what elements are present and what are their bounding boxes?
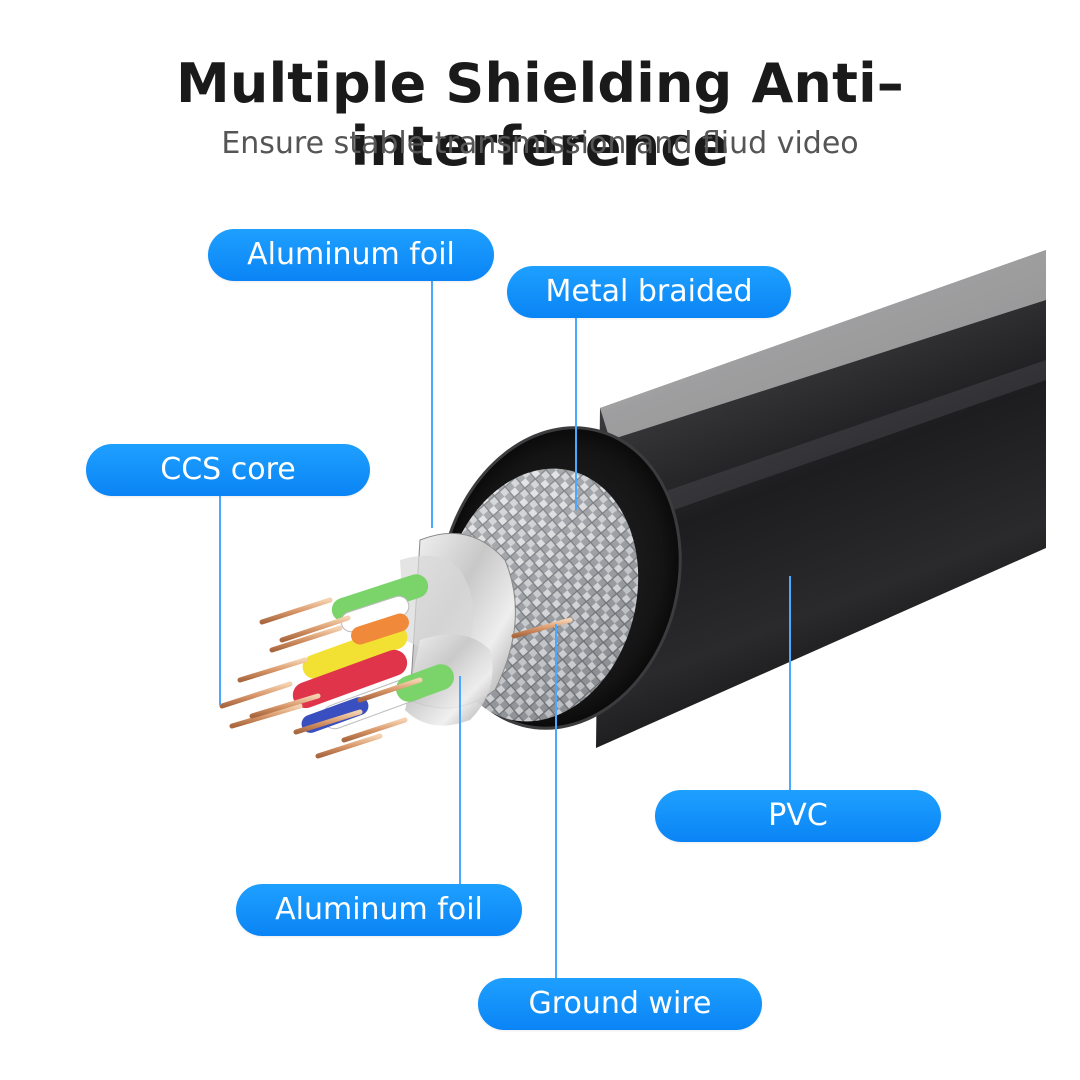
label-aluminum-foil-bottom: Aluminum foil [236, 884, 522, 936]
label-ground-wire: Ground wire [478, 978, 762, 1030]
page-title: Multiple Shielding Anti–interference [176, 52, 904, 178]
label-ccs-core: CCS core [86, 444, 370, 496]
label-pvc: PVC [655, 790, 941, 842]
label-metal-braided: Metal braided [507, 266, 791, 318]
page-subtitle: Ensure stable transmission and fliud vid… [221, 126, 859, 161]
label-aluminum-foil-top: Aluminum foil [208, 229, 494, 281]
